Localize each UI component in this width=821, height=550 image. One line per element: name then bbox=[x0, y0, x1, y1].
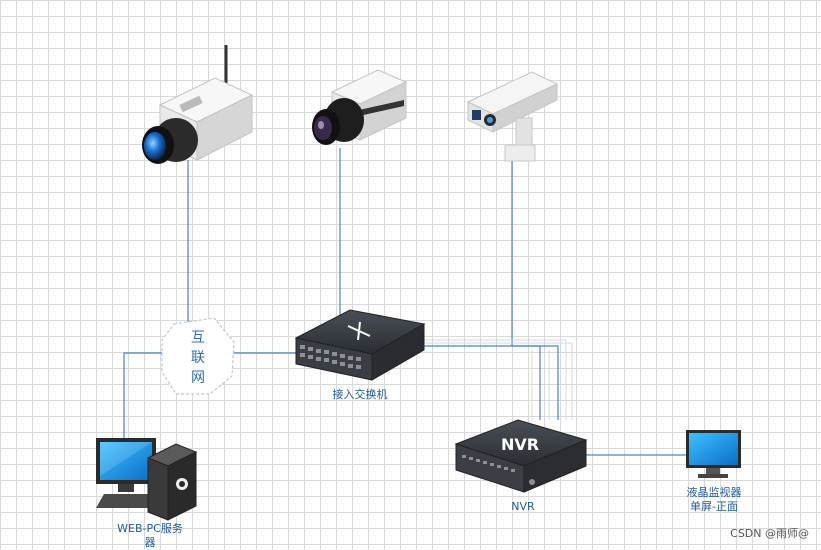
camera-box-icon bbox=[312, 69, 408, 145]
camera-box-antenna-icon bbox=[142, 45, 254, 164]
connection-lines bbox=[123, 148, 688, 456]
monitor-label-line-1: 液晶监视器 bbox=[686, 486, 742, 499]
watermark: CSDN @雨师@ bbox=[730, 527, 809, 540]
link-internet-server bbox=[123, 352, 168, 440]
link-switch-nvr bbox=[420, 345, 541, 420]
switch-label: 接入交换机 bbox=[332, 388, 388, 401]
nvr-device-text: NVR bbox=[501, 435, 539, 454]
internet-label-line-3: 网 bbox=[191, 370, 205, 386]
monitor-label: 液晶监视器 单屏-正面 bbox=[676, 486, 752, 514]
lcd-monitor-icon bbox=[686, 430, 741, 478]
internet-label-line-1: 互 bbox=[191, 330, 205, 346]
monitor-label-line-2: 单屏-正面 bbox=[690, 500, 738, 513]
connection-lines-light bbox=[420, 339, 573, 420]
server-label: WEB-PC服务 器 bbox=[108, 522, 192, 550]
server-label-line-1: WEB-PC服务 bbox=[117, 522, 183, 535]
internet-label: 互 联 网 bbox=[186, 328, 210, 388]
nvr-label: NVR bbox=[511, 500, 535, 513]
pc-server-icon bbox=[96, 438, 198, 521]
camera-outdoor-icon bbox=[466, 71, 559, 162]
switch-icon bbox=[294, 309, 426, 381]
internet-label-line-2: 联 bbox=[191, 350, 205, 366]
nvr-icon: NVR bbox=[454, 419, 588, 493]
server-label-line-2: 器 bbox=[144, 536, 156, 549]
link-camera3-nvr bbox=[511, 160, 559, 420]
internet-cloud-icon bbox=[161, 317, 235, 395]
